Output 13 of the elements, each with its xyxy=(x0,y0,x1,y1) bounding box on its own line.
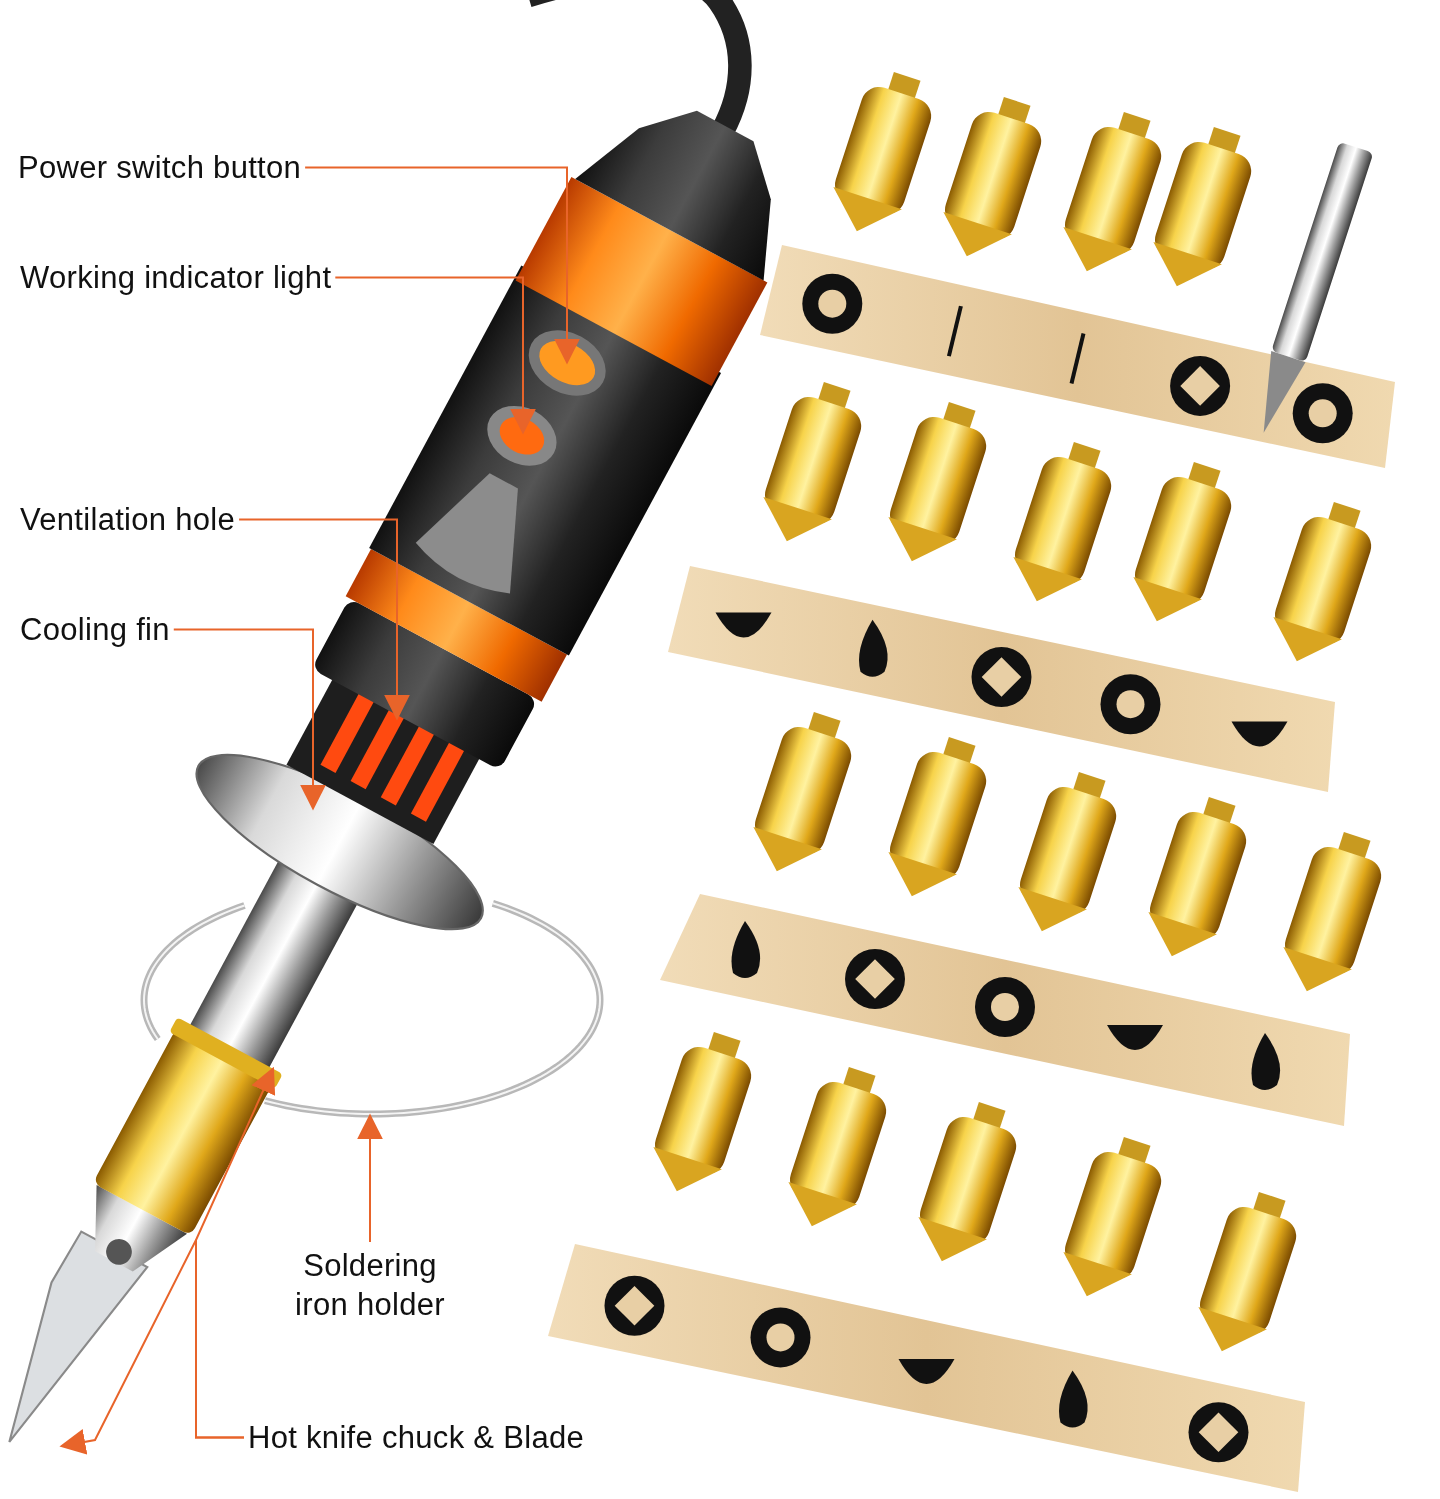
callout-label: Ventilation hole xyxy=(20,501,236,539)
leader-line xyxy=(334,276,536,435)
holder-stand-drawing xyxy=(140,900,604,1118)
leader-line xyxy=(357,1113,383,1243)
leader-line xyxy=(238,518,410,721)
leader-line xyxy=(172,628,326,811)
callout-label: Working indicator light xyxy=(20,259,332,297)
leader-line xyxy=(59,1239,245,1455)
callout-label: Hot knife chuck & Blade xyxy=(248,1419,585,1457)
callout-label: Cooling fin xyxy=(20,611,170,649)
leader-line xyxy=(304,166,580,365)
callout-label: Soldering iron holder xyxy=(294,1247,446,1324)
callout-label: Power switch button xyxy=(18,149,302,187)
